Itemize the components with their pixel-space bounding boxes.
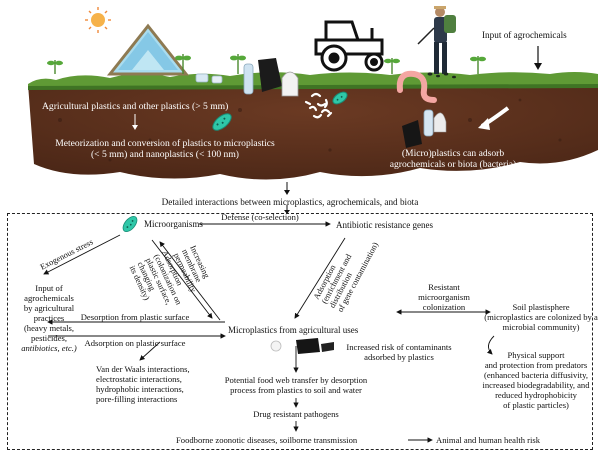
rotated-labels: Increasing membrane permeability Adsorpt… [39, 237, 380, 314]
adsorption-surface-label: Adsorption on plastic surface [84, 338, 186, 348]
input-agrochemicals-label: Input of agrochemicals by agricultural p… [21, 283, 77, 353]
foodborne-label: Foodborne zoonotic diseases, soilborne t… [176, 435, 358, 445]
farmer-spraying-icon [417, 6, 456, 74]
buried-plastic-icons [402, 109, 447, 148]
bacterium-icon [212, 113, 232, 131]
adsorb-label: (Micro)plastics can adsorb agrochemicals… [389, 148, 517, 170]
down-arrow-icon [534, 46, 542, 70]
meteorization-label: Meteorization and conversion of plastics… [55, 138, 275, 160]
microplastic-cluster-icon [304, 92, 333, 119]
resistant-colonization-label: Resistant microorganism colonization [418, 282, 470, 312]
down-arrow-icon [132, 114, 138, 130]
svg-text:Exogenous stress: Exogenous stress [39, 237, 95, 271]
physical-support-label: Physical support and protection from pre… [482, 350, 590, 410]
increased-risk-label: Increased risk of contaminants adsorbed … [346, 342, 452, 362]
adsorption-enrichment-label: Adsorption (enrichment and distribution … [312, 241, 380, 314]
defense-label: Defense (co-selection) [221, 212, 299, 222]
pest-icons [427, 72, 456, 79]
exogenous-stress-label: Exogenous stress [39, 237, 95, 271]
connector-arrow [284, 182, 290, 195]
soil-plastisphere-label: Soil plastisphere (microplastics are col… [484, 302, 598, 332]
detailed-interactions-title: Detailed interactions between microplast… [161, 197, 419, 207]
soil-body [28, 82, 598, 180]
food-web-label: Potential food web transfer by desorptio… [224, 375, 368, 395]
bacterium-icon [122, 215, 138, 233]
grass-strip [28, 72, 598, 88]
drug-resistant-label: Drug resistant pathogens [253, 409, 339, 419]
microplastic-particles-icon [270, 338, 334, 354]
bacterium-icon [332, 91, 348, 105]
interactions-label: Van der Waals interactions, electrostati… [96, 364, 190, 404]
detailed-diagram-box [7, 213, 593, 450]
agricultural-plastics-label: Agricultural plastics and other plastics… [42, 101, 229, 112]
tractor-icon [314, 20, 384, 72]
antibiotic-genes-label: Antibiotic resistance genes [336, 220, 433, 230]
sun-icon [85, 7, 111, 33]
microorganisms-label: Microorganisms [144, 219, 203, 229]
soil-illustration [28, 6, 598, 180]
curved-arrow-icon [478, 106, 510, 130]
connector-arrow [284, 205, 290, 214]
soil-scene: Input of agrochemicals Agricultural plas… [0, 0, 600, 185]
plastic-litter-icons [195, 58, 299, 97]
earthworm-icon [396, 70, 437, 103]
microplastics-uses-label: Microplastics from agricultural uses [228, 325, 359, 335]
agrochemicals-input-label: Input of agrochemicals [482, 30, 567, 40]
desorption-label: Desorption from plastic surface [80, 312, 190, 322]
seedling-icons [47, 54, 486, 74]
greenhouse-icon [106, 23, 190, 76]
health-risk-label: Animal and human health risk [436, 435, 541, 445]
